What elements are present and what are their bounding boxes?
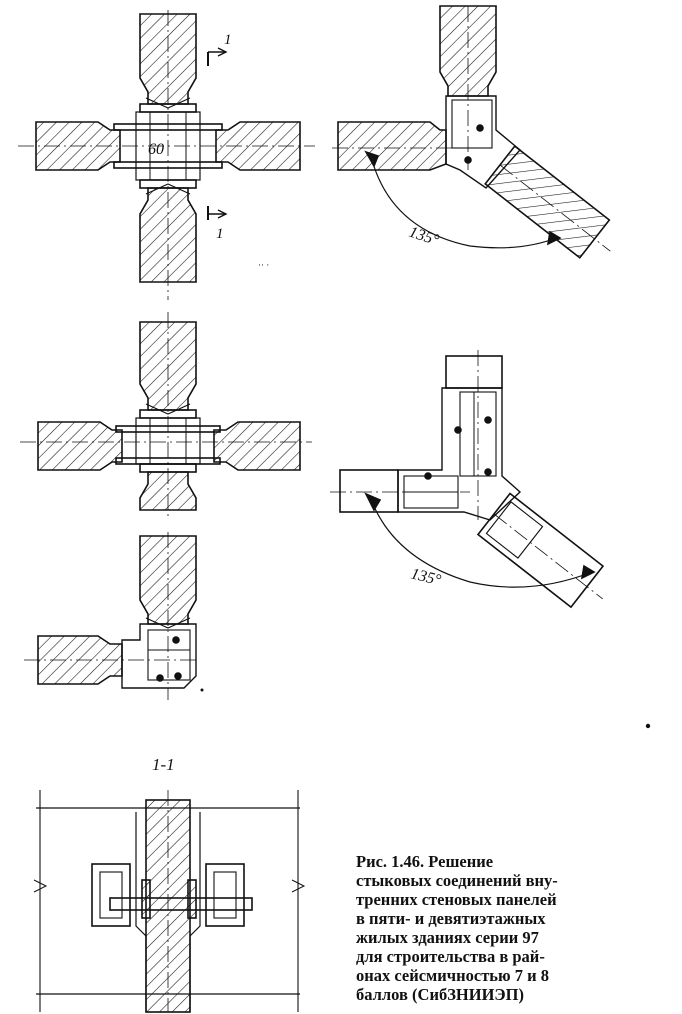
caption-line: Рис. 1.46. Решение bbox=[356, 852, 494, 871]
figure-caption: Рис. 1.46. Решение стыковых соединений в… bbox=[356, 852, 638, 1004]
section-1-1-detail bbox=[33, 790, 306, 1013]
section-mark-bottom: 1 bbox=[216, 226, 224, 242]
caption-line: баллов (СибЗНИИЭП) bbox=[356, 985, 524, 1004]
angle-label-middle: 135° bbox=[409, 565, 443, 589]
corner-joint-detail-e bbox=[24, 532, 200, 700]
section-title: 1-1 bbox=[152, 755, 175, 774]
gap-dimension-label: 60 bbox=[148, 141, 164, 158]
stray-marks: ·· · bbox=[258, 260, 269, 270]
caption-line: тренних стеновых панелей bbox=[356, 890, 557, 909]
stray-dot bbox=[645, 723, 651, 729]
angled-joint-detail-d bbox=[330, 350, 605, 609]
stray-dot bbox=[200, 688, 204, 692]
caption-line: стыковых соединений вну- bbox=[356, 871, 558, 890]
angled-joint-detail-b bbox=[332, 5, 611, 259]
caption-line: онах сейсмичностью 7 и 8 bbox=[356, 966, 550, 985]
cross-joint-detail-c bbox=[20, 312, 312, 520]
caption-line: для строительства в рай- bbox=[356, 947, 545, 966]
caption-line: в пяти- и девятиэтажных bbox=[356, 909, 546, 928]
section-mark-top: 1 bbox=[224, 32, 232, 48]
angle-label-top: 135° bbox=[407, 224, 442, 250]
cross-joint-detail-a bbox=[18, 10, 315, 300]
caption-line: жилых зданиях серии 97 bbox=[356, 928, 539, 947]
